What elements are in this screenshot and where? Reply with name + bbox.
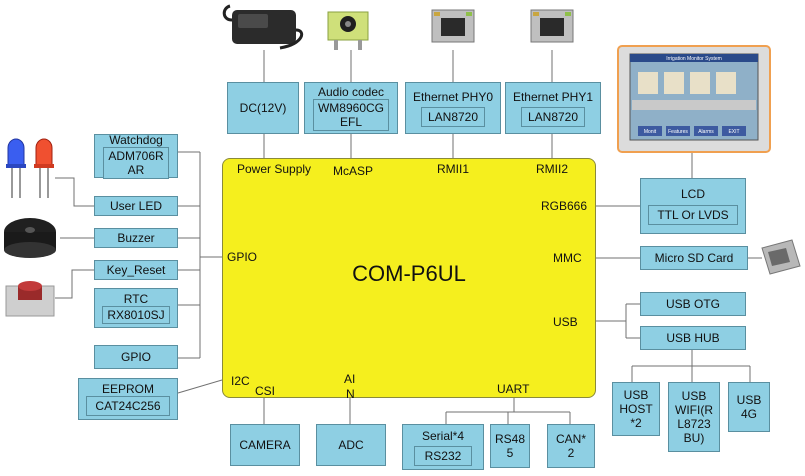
- eeprom-chip: CAT24C256: [86, 396, 170, 416]
- usb-4g-block: USB 4G: [728, 382, 770, 432]
- led-image-blue: [6, 138, 26, 198]
- serial-chip: RS232: [413, 445, 473, 466]
- rj45-jack-image-0: [431, 9, 475, 43]
- ethernet-phy1-chip: LAN8720: [520, 106, 586, 127]
- watchdog-chip-line1: ADM706R: [108, 149, 164, 163]
- usb-4g-line2: 4G: [740, 407, 757, 421]
- eeprom-title: EEPROM: [101, 382, 154, 396]
- dc-12v-block: DC(12V): [227, 82, 299, 134]
- label-i2c: I2C: [231, 374, 250, 388]
- micro-sd-label: Micro SD Card: [654, 251, 734, 265]
- buzzer-label: Buzzer: [117, 231, 155, 245]
- screen-button-features: Features: [668, 129, 688, 135]
- lcd-panel-image: [617, 45, 771, 153]
- rj45-jack-image-1: [530, 9, 574, 43]
- micro-sd-block: Micro SD Card: [640, 246, 748, 270]
- ethernet-phy0-chip: LAN8720: [420, 106, 486, 127]
- rs485-line1: RS48: [494, 432, 526, 446]
- label-usb: USB: [553, 315, 578, 329]
- label-ain-line1: AI: [344, 372, 356, 386]
- dc-12v-label: DC(12V): [239, 101, 287, 115]
- audio-codec-title: Audio codec: [317, 85, 385, 99]
- core-title: COM-P6UL: [352, 261, 466, 286]
- led-image-red: [34, 138, 54, 198]
- label-rmii1: RMII1: [437, 162, 470, 176]
- label-rgb666: RGB666: [541, 199, 588, 213]
- rtc-block: RTC RX8010SJ: [94, 288, 178, 328]
- buzzer-block: Buzzer: [94, 228, 178, 248]
- usb-hub-block: USB HUB: [640, 326, 746, 350]
- label-mcasp: McASP: [333, 164, 374, 178]
- rs485-block: RS48 5: [490, 424, 530, 468]
- rtc-title: RTC: [123, 292, 149, 306]
- serial-title: Serial*4: [421, 428, 465, 443]
- audio-jack-image: [327, 11, 369, 50]
- usb-host-block: USB HOST *2: [612, 382, 660, 436]
- usb-wifi-line4: BU): [683, 431, 705, 445]
- audio-codec-block: Audio codec WM8960CG EFL: [304, 82, 398, 134]
- usb-wifi-line2: WIFI(R: [675, 403, 713, 417]
- watchdog-chip-line2: AR: [127, 163, 145, 177]
- label-gpio: GPIO: [227, 250, 258, 264]
- label-ain-line2: N: [346, 387, 355, 401]
- eeprom-block: EEPROM CAT24C256: [78, 378, 178, 420]
- usb-hub-label: USB HUB: [666, 331, 720, 345]
- usb-4g-line1: USB: [736, 393, 762, 407]
- ethernet-phy1-block: Ethernet PHY1 LAN8720: [505, 82, 601, 134]
- usb-wifi-line3: L8723: [677, 417, 711, 431]
- audio-codec-chip-line2: EFL: [339, 115, 362, 129]
- gpio-block: GPIO: [94, 345, 178, 369]
- connection-lines: [55, 50, 762, 424]
- lcd-block: LCD TTL Or LVDS: [640, 178, 746, 234]
- rs485-line2: 5: [506, 446, 514, 460]
- usb-host-line2: HOST: [619, 402, 653, 416]
- user-led-block: User LED: [94, 196, 178, 216]
- reset-key-image: [5, 281, 55, 317]
- label-mmc: MMC: [553, 251, 582, 265]
- ethernet-phy0-title: Ethernet PHY0: [412, 89, 494, 104]
- rtc-chip: RX8010SJ: [102, 306, 170, 324]
- watchdog-title: Watchdog: [109, 133, 163, 147]
- usb-host-line3: *2: [630, 416, 642, 430]
- camera-label: CAMERA: [239, 438, 291, 452]
- screen-button-exit: EXIT: [728, 129, 739, 135]
- usb-host-line1: USB: [623, 388, 649, 402]
- lcd-type: TTL Or LVDS: [648, 205, 738, 225]
- label-rmii2: RMII2: [536, 162, 569, 176]
- lcd-title: LCD: [680, 187, 705, 201]
- gpio-label: GPIO: [120, 350, 151, 364]
- adc-block: ADC: [316, 424, 386, 466]
- label-uart: UART: [497, 382, 530, 396]
- screen-title-text: Irrigation Monitor System: [666, 56, 722, 62]
- label-power-supply: Power Supply: [237, 162, 312, 176]
- key-reset-block: Key_Reset: [94, 260, 178, 280]
- ethernet-phy1-title: Ethernet PHY1: [512, 89, 594, 104]
- usb-wifi-block: USB WIFI(R L8723 BU): [668, 382, 720, 452]
- screen-button-monit: Monit: [644, 129, 657, 135]
- audio-codec-chip-line1: WM8960CG: [317, 101, 385, 115]
- can-block: CAN* 2: [547, 424, 595, 468]
- screen-button-alarms: Alarms: [698, 129, 714, 135]
- key-reset-label: Key_Reset: [106, 263, 166, 277]
- adc-label: ADC: [338, 438, 364, 452]
- buzzer-image: [4, 218, 56, 258]
- power-adapter-image: [222, 4, 304, 50]
- serial-block: Serial*4 RS232: [402, 424, 484, 470]
- can-line2: 2: [567, 446, 575, 460]
- core-module: COM-P6UL: [222, 158, 596, 398]
- can-line1: CAN*: [555, 432, 586, 446]
- label-csi: CSI: [255, 384, 276, 398]
- ethernet-phy0-block: Ethernet PHY0 LAN8720: [405, 82, 501, 134]
- watchdog-chip: ADM706R AR: [103, 147, 169, 179]
- camera-block: CAMERA: [230, 424, 300, 466]
- usb-wifi-line1: USB: [681, 389, 707, 403]
- usb-otg-block: USB OTG: [640, 292, 746, 316]
- micro-sd-slot-image: [761, 239, 801, 275]
- audio-codec-chip: WM8960CG EFL: [312, 99, 390, 131]
- usb-otg-label: USB OTG: [665, 297, 720, 311]
- watchdog-block: Watchdog ADM706R AR: [94, 133, 178, 179]
- user-led-label: User LED: [109, 199, 162, 213]
